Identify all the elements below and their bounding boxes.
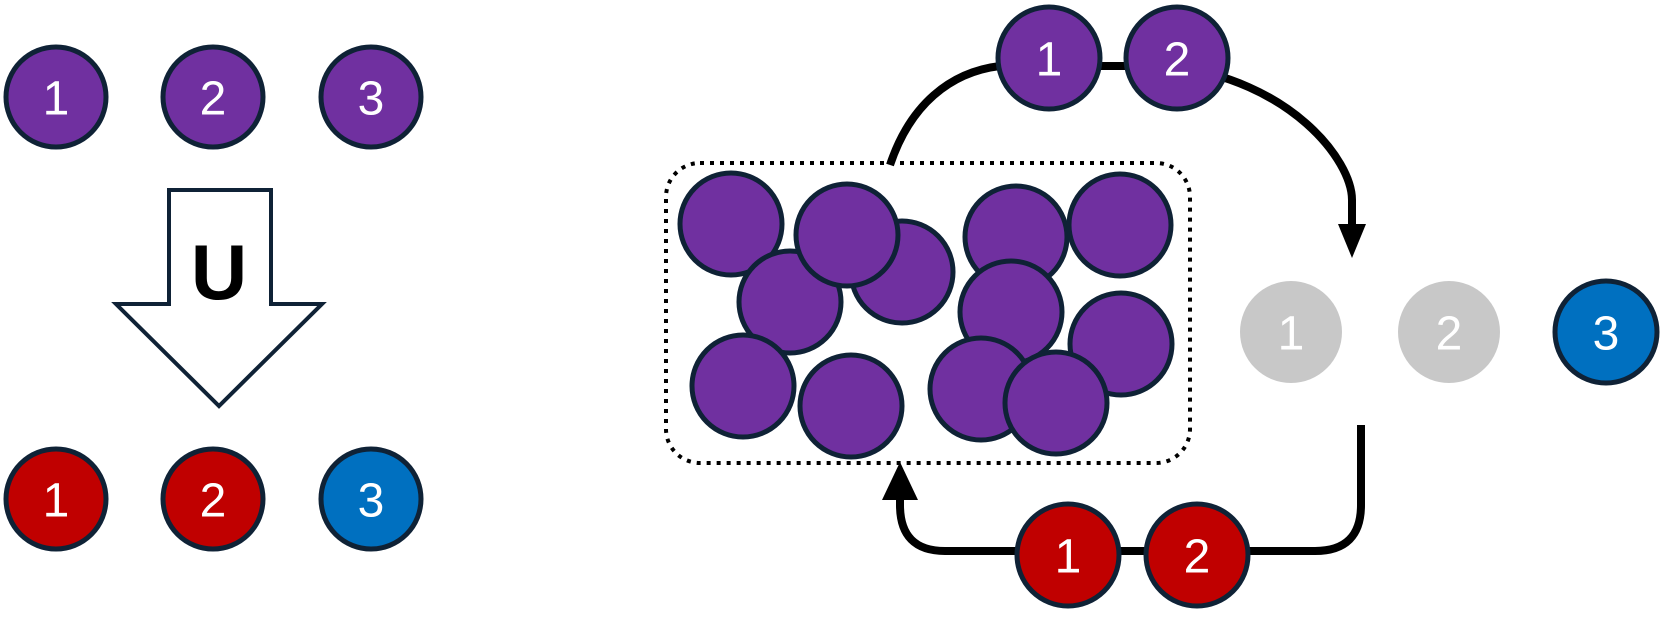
top-qubit-3: 3	[318, 44, 424, 150]
top-path-qubit-2: 2	[1123, 4, 1231, 112]
up-arrowhead-icon	[882, 462, 918, 500]
top-qubit-1-circle	[3, 44, 109, 150]
bottom-path-qubit-2-circle	[1143, 501, 1251, 609]
bottom-path-qubit-2-label: 2	[1184, 531, 1211, 584]
pool-qubit	[797, 352, 905, 460]
output-qubit-2: 2	[1398, 281, 1500, 383]
top-path-qubit-1: 1	[995, 4, 1103, 112]
right-panel: 1 2 1 2 3 1	[664, 4, 1660, 609]
output-qubit-1-label: 1	[1278, 308, 1305, 361]
top-path-qubits: 1 2	[995, 4, 1231, 112]
bottom-path-qubits: 1 2	[1014, 501, 1251, 609]
bottom-path-qubit-2: 2	[1143, 501, 1251, 609]
bottom-qubit-1: 1	[3, 446, 109, 552]
bottom-qubit-3: 3	[318, 446, 424, 552]
output-qubit-row: 1 2 3	[1240, 278, 1660, 386]
top-path-qubit-2-label: 2	[1164, 34, 1191, 87]
bottom-qubit-1-label: 1	[43, 475, 70, 528]
bottom-path-qubit-1: 1	[1014, 501, 1122, 609]
output-qubit-3-circle	[1552, 278, 1660, 386]
qubit-pool	[664, 161, 1192, 465]
top-qubit-2-circle	[160, 44, 266, 150]
top-qubit-3-label: 3	[358, 73, 385, 126]
pool-qubits	[677, 170, 1175, 460]
down-arrowhead-icon	[1338, 224, 1366, 258]
bottom-qubit-2-circle	[160, 446, 266, 552]
bottom-qubit-2-label: 2	[200, 475, 227, 528]
bottom-path-qubit-1-label: 1	[1055, 531, 1082, 584]
bottom-qubit-3-label: 3	[358, 475, 385, 528]
bottom-qubit-row: 1 2 3	[3, 446, 424, 552]
output-qubit-2-label: 2	[1436, 308, 1463, 361]
bottom-qubit-2: 2	[160, 446, 266, 552]
bottom-path-qubit-1-circle	[1014, 501, 1122, 609]
top-path-qubit-1-label: 1	[1036, 34, 1063, 87]
output-qubit-1: 1	[1240, 281, 1342, 383]
top-qubit-1-label: 1	[43, 73, 70, 126]
top-qubit-1: 1	[3, 44, 109, 150]
top-path-qubit-2-circle	[1123, 4, 1231, 112]
output-qubit-3-label: 3	[1593, 308, 1620, 361]
top-qubit-row: 1 2 3	[3, 44, 424, 150]
pool-qubit	[1066, 171, 1174, 279]
output-qubit-1-circle	[1240, 281, 1342, 383]
top-qubit-3-circle	[318, 44, 424, 150]
qubit-pool-boundary	[664, 161, 1192, 465]
bottom-path-line	[896, 425, 1365, 555]
pool-qubit	[689, 332, 797, 440]
left-panel: 1 2 3 U 1 2	[3, 44, 424, 552]
unitary-arrow-label: U	[191, 228, 247, 316]
bottom-qubit-1-circle	[3, 446, 109, 552]
unitary-arrow-shape	[111, 188, 327, 409]
output-qubit-2-circle	[1398, 281, 1500, 383]
output-qubit-3: 3	[1552, 278, 1660, 386]
bottom-qubit-3-circle	[318, 446, 424, 552]
pool-qubit	[1002, 349, 1110, 457]
top-path-qubit-1-circle	[995, 4, 1103, 112]
unitary-arrow: U	[111, 188, 327, 409]
top-qubit-2-label: 2	[200, 73, 227, 126]
pool-qubit	[677, 170, 785, 278]
top-qubit-2: 2	[160, 44, 266, 150]
pool-qubit	[793, 181, 901, 289]
